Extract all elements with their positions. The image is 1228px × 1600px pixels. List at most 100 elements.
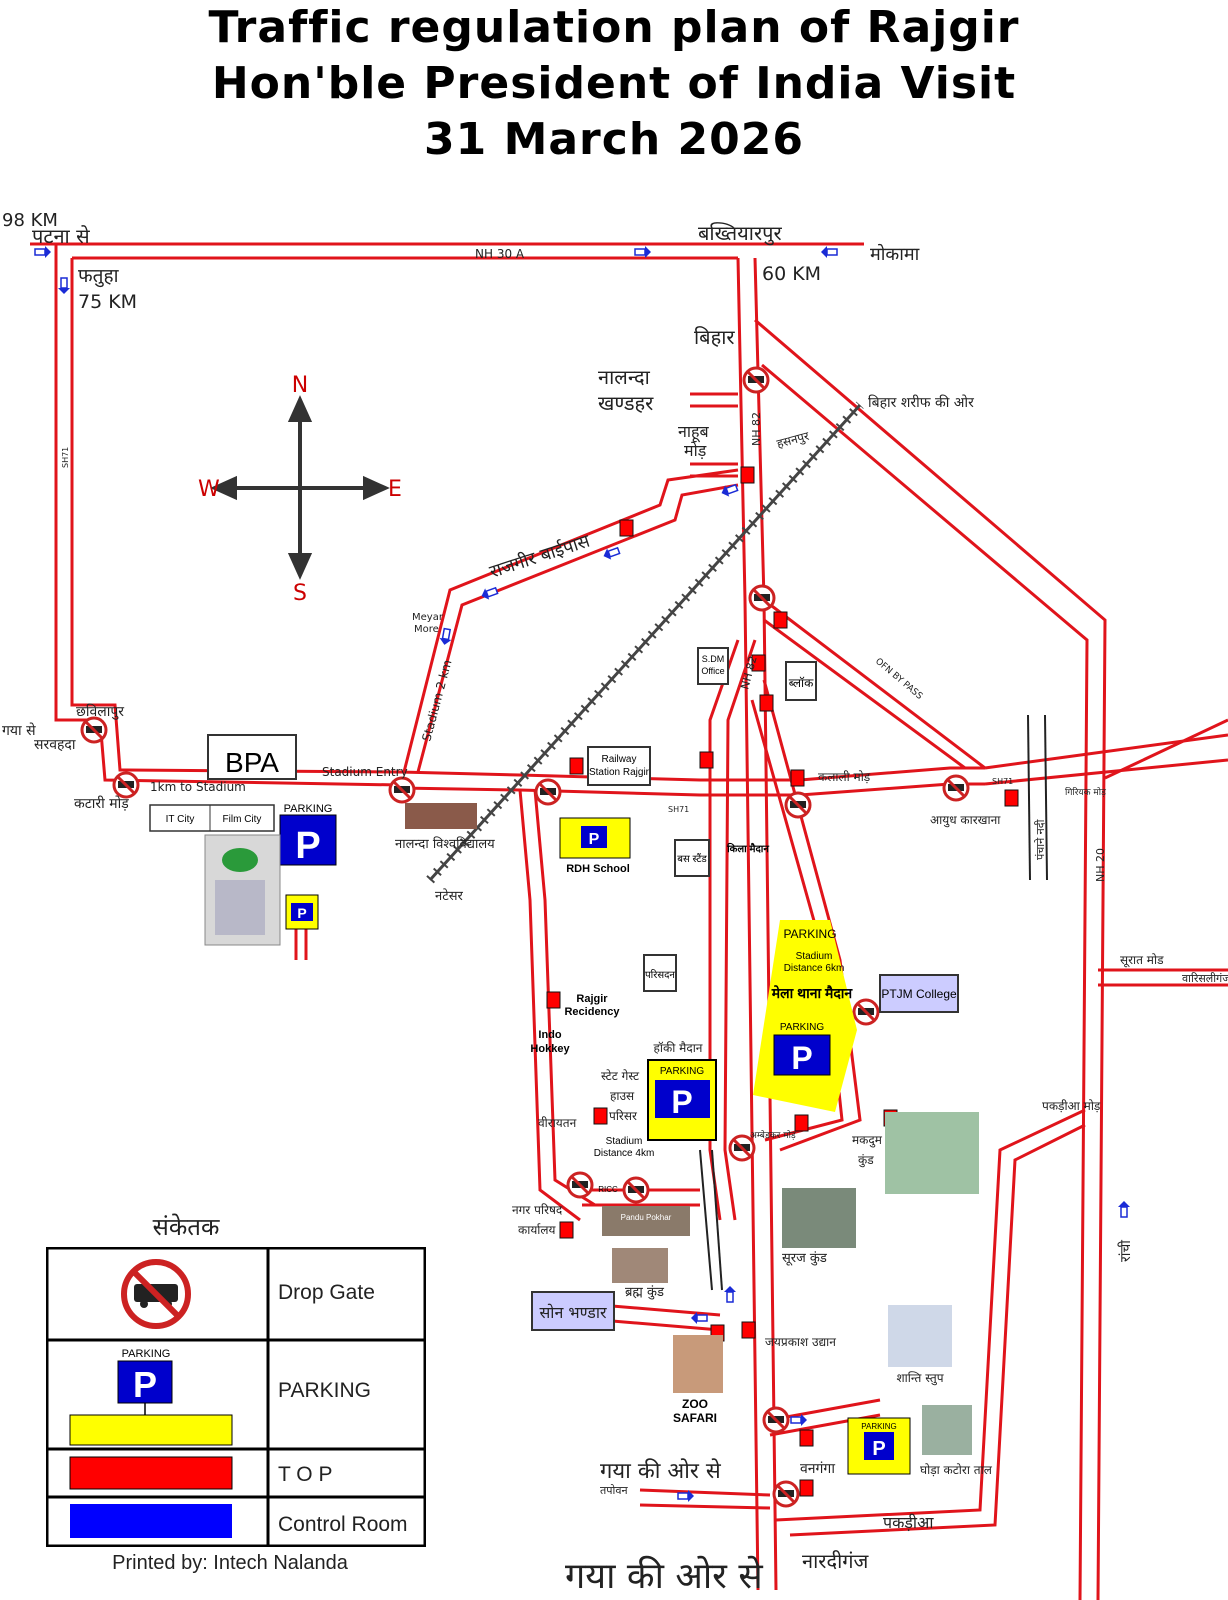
svg-text:PARKING: PARKING [780,1022,824,1033]
label-veerayatan: वीरायतन [538,1116,577,1130]
label-more: More [414,624,439,635]
label-state1: स्टेट गेस्ट [601,1069,640,1083]
label-vanganga: वनगंगा [800,1461,835,1477]
label-bihar: बिहार [694,325,735,349]
drop-gate-icon [566,1171,594,1199]
label-nh30a: NH 30 A [475,247,525,261]
label-indo1: Indo [538,1029,561,1041]
label-parisar: परिसर [609,1109,638,1123]
label-tapovan: तपोवन [600,1484,628,1497]
label-film-city: Film City [223,814,262,825]
label-nalanda: नालन्दा [598,365,651,389]
label-bus-stand: बस स्टैंड [677,853,707,865]
drop-gate-icon [742,366,770,394]
compass-north: N [292,373,308,398]
label-biharsharif: बिहार शरीफ की ओर [868,394,974,411]
svg-text:P: P [133,1364,157,1405]
parking-mela: P PARKING [753,920,857,1112]
label-surat: सूरात मोड [1120,953,1164,968]
label-shanti: शान्ति स्तुप [896,1371,943,1386]
drop-gate-icon [534,778,562,806]
arrow-down-icon [57,277,71,295]
compass [210,395,390,580]
label-nh82b: NH 82 [738,655,759,691]
label-boxes [149,647,959,1331]
label-stadium4-2: Distance 4km [594,1148,655,1159]
label-suraj: सूरज कुंड [782,1251,828,1266]
compass-east: E [388,477,402,502]
title-line-3: 31 March 2026 [424,114,804,165]
legend: Drop Gate PARKING P PARKING T O P Contro… [46,1247,426,1547]
label-indo2: Hokkey [530,1043,570,1055]
compass-west: W [198,477,220,502]
drop-gate-icon [622,1176,650,1204]
landmark-photos [405,803,979,1455]
compass-south: S [293,581,307,606]
drop-gate-icon [112,771,140,799]
label-bakhtiyarpur: बख्तियारपुर [698,221,782,246]
label-gaya-se: गया से [2,722,36,739]
label-ptjm: PTJM College [881,987,957,1001]
label-ricc: RICC [598,1185,618,1194]
parking-vanganga: P PARKING [847,1417,911,1475]
top-markers [546,466,1019,1497]
label-stadium2km: Stadium 2 km [419,658,454,743]
label-nahub: नाहूब [678,422,710,443]
drop-gate-icon [852,998,880,1026]
label-parisdan: परिसदन [645,969,675,981]
label-kalali: कलाली मोड़ [818,770,871,784]
legend-drop-gate-label: Drop Gate [278,1281,375,1304]
label-brahm: ब्रह्म कुंड [625,1285,665,1300]
svg-text:P: P [791,1040,812,1076]
label-rdh: RDH School [566,863,630,875]
arrow-left-icon [718,481,740,500]
railway-track [426,401,864,884]
panchane-river [699,714,1048,1291]
label-sdm2: Office [701,666,724,676]
label-sh71-left: SH71 [61,447,70,468]
arrow-up-icon [1117,1200,1131,1218]
legend-control-room-label: Control Room [278,1513,408,1536]
label-pakdiya-mod: पकड़ीआ मोड़ [1042,1099,1101,1113]
label-makdum1: मकदुम [852,1133,883,1148]
svg-text:P: P [589,831,600,848]
label-jayprakash: जयप्रकाश उद्यान [765,1335,836,1349]
legend-title: संकेतक [152,1213,220,1241]
label-ranchi: रांची [1117,1240,1134,1262]
label-60km: 60 KM [762,263,821,285]
label-nagar1: नगर परिषद [512,1203,563,1217]
label-98km: 98 KM [2,210,58,231]
title-block: Traffic regulation plan of Rajgir Hon'bl… [0,0,1228,168]
label-hasanpur: हसनपुर [775,429,812,452]
svg-text:PARKING: PARKING [122,1348,171,1360]
legend-top-label: T O P [278,1463,332,1486]
stadium-image [204,834,281,946]
label-katari: कटारी मोड़ [74,795,129,812]
label-mela: मेला थाना मैदान [771,985,854,1001]
drop-gate-icon [784,791,812,819]
label-fatuha: फतुहा [78,265,120,288]
label-rajgir-res1: Rajgir [576,993,608,1005]
label-chhabilapur: छविलापुर [76,703,124,720]
label-1km: 1km to Stadium [150,780,246,794]
label-nalanda-univ: नालन्दा विश्वविद्यालय [395,836,495,852]
label-75km: 75 KM [78,291,137,313]
label-giriyak: गिरियक मोड़ [1065,786,1106,798]
label-gaya-or: गया की ओर से [600,1458,722,1484]
parking-rdh: P [559,817,631,859]
parking-bpa: P PARKING P [279,803,337,930]
label-stadium-dist6b: Distance 6km [784,963,845,974]
label-natesar: नटेसर [435,888,464,904]
label-railway1: Railway [601,754,636,765]
label-rajgir-res2: Recidency [564,1006,620,1018]
legend-top-swatch [69,1456,233,1490]
label-stadium-dist6a: Stadium [796,951,833,962]
label-sh71b: SH71 [992,777,1013,786]
label-pakdiya: पकड़ीआ [883,1513,934,1532]
label-son: सोन भण्डार [539,1303,606,1322]
label-it-city: IT City [166,814,195,825]
label-hockey: हॉकी मैदान [654,1041,703,1055]
label-nardiganj: नारदीगंज [802,1549,870,1573]
label-sh71: SH71 [668,805,689,814]
svg-text:P: P [295,825,320,867]
